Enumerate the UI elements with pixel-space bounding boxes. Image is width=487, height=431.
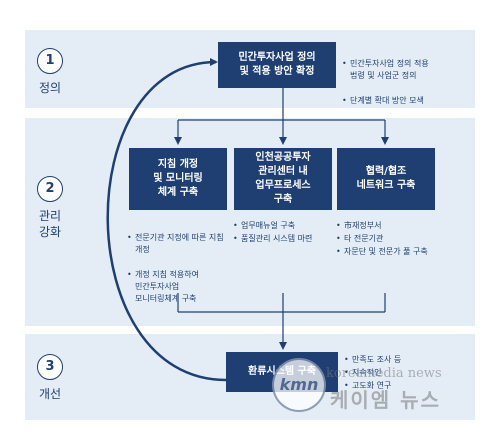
mid-box-2-bullets: 업무매뉴얼 구축 품질관리 시스템 마련 bbox=[233, 220, 335, 246]
watermark-name: 케이엠 뉴스 bbox=[330, 388, 441, 412]
mid-bullet: 전문기관 지정에 따른 지침 개정 bbox=[127, 232, 233, 256]
bottom-bullet: 만족도 조사 등 bbox=[344, 354, 454, 366]
top-box: 민간투자사업 정의 및 적용 방안 확정 bbox=[218, 42, 336, 88]
mid-bullet: 개정 지침 적용하여 민간투자사업 모니터링체계 구축 bbox=[127, 269, 233, 305]
mid-bullet: 자문단 및 전문가 풀 구축 bbox=[336, 246, 472, 258]
mid-box-1-bullets: 전문기관 지정에 따른 지침 개정 개정 지침 적용하여 민간투자사업 모니터링… bbox=[127, 220, 233, 318]
mid-box-3: 협력/협조 네트워크 구축 bbox=[337, 148, 435, 210]
stage-2-label: 관리 강화 bbox=[38, 209, 62, 239]
mid-bullet: 업무매뉴얼 구축 bbox=[233, 220, 335, 232]
mid-bullet: 품질관리 시스템 마련 bbox=[233, 233, 335, 245]
mid-box-3-bullets: 市재정부서 타 전문기관 자문단 및 전문가 풀 구축 bbox=[336, 220, 472, 259]
stage-3-number: 3 bbox=[37, 354, 63, 380]
stage-2-number: 2 bbox=[37, 176, 63, 202]
bottom-box-bullets: 만족도 조사 등 지속적인 고도화 연구 bbox=[344, 354, 454, 393]
top-bullet: 민간투자사업 정의 적용 법령 및 사업군 정의 bbox=[342, 58, 474, 82]
watermark-logo-text: kmn bbox=[279, 375, 319, 394]
mid-box-1: 지침 개정 및 모니터링 체계 구축 bbox=[129, 148, 227, 210]
stage-1: 1 정의 bbox=[0, 48, 100, 96]
mid-bullet: 타 전문기관 bbox=[336, 233, 472, 245]
stage-3-label: 개선 bbox=[38, 387, 62, 401]
bottom-bullet: 고도화 연구 bbox=[344, 380, 454, 392]
stage-3: 3 개선 bbox=[0, 354, 100, 402]
feedback-arc bbox=[106, 58, 227, 382]
top-bullet: 단계별 확대 방안 모색 bbox=[342, 95, 474, 107]
top-box-bullets: 민간투자사업 정의 적용 법령 및 사업군 정의 단계별 확대 방안 모색 bbox=[342, 46, 474, 120]
stage-1-number: 1 bbox=[37, 48, 63, 74]
stage-1-label: 정의 bbox=[38, 81, 62, 95]
mid-box-2: 인천공공투자 관리센터 내 업무프로세스 구축 bbox=[234, 148, 332, 210]
stage-2: 2 관리 강화 bbox=[0, 176, 100, 240]
watermark-url: koreamedia news bbox=[326, 366, 442, 381]
mid-bullet: 市재정부서 bbox=[336, 220, 472, 232]
watermark-logo-icon: kmn bbox=[272, 358, 326, 412]
bottom-bullet: 지속적인 bbox=[344, 367, 454, 379]
